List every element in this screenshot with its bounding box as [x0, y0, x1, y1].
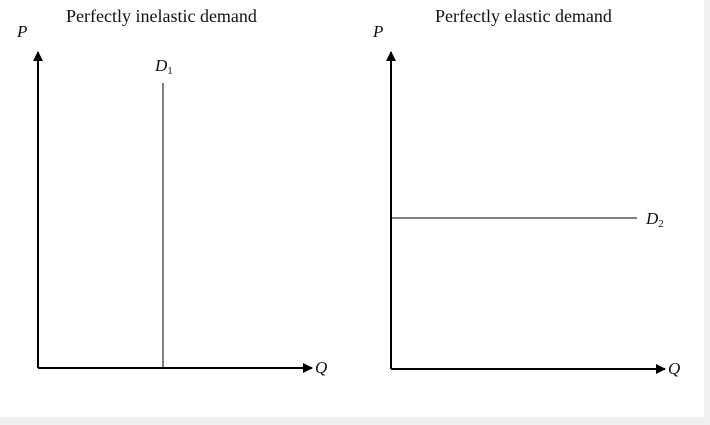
curve-label-d2: D2: [646, 209, 664, 230]
curve-label-d1-name: D: [155, 56, 168, 75]
curve-label-d1: D1: [155, 56, 173, 77]
curve-label-d2-name: D: [646, 209, 659, 228]
panel-title-inelastic: Perfectly inelastic demand: [66, 6, 257, 26]
x-axis-label-left: Q: [315, 358, 328, 377]
curve-label-d2-subscript: 2: [658, 218, 664, 230]
panel-title-elastic: Perfectly elastic demand: [435, 6, 612, 26]
y-axis-label-left: P: [17, 22, 28, 41]
x-axis-label-right: Q: [668, 359, 681, 378]
diagram-canvas: Perfectly inelastic demand P Q D1 Perfec…: [0, 0, 704, 417]
y-axis-label-right: P: [373, 22, 384, 41]
demand-diagrams: [33, 51, 666, 374]
curve-label-d1-subscript: 1: [167, 65, 173, 77]
